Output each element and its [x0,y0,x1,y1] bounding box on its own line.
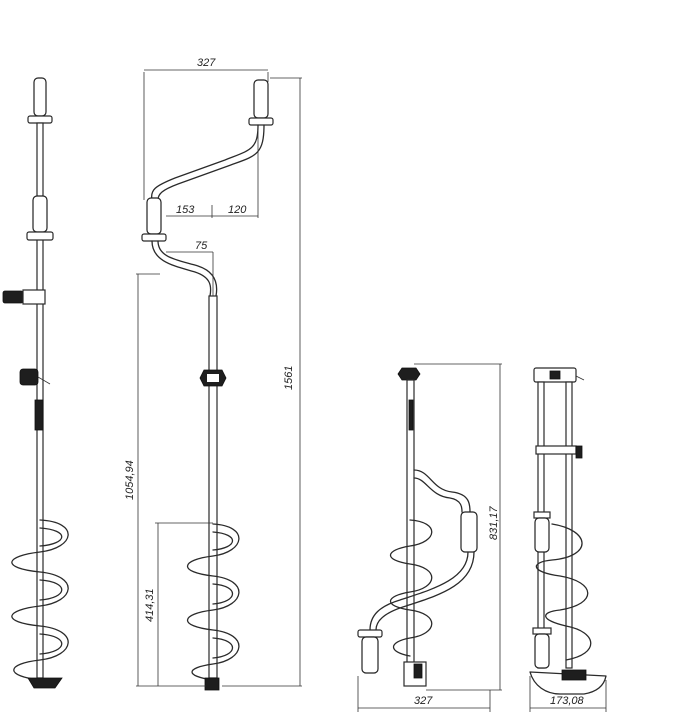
front-grip-collar [533,511,551,519]
shaft-clamp [19,368,39,386]
dim-top-width: 327 [197,57,216,69]
front-top-cap-lock [549,370,561,380]
auger-view-folded: 831,17 327 [357,363,502,712]
dim-offset-75: 75 [195,240,208,252]
front-grip-lower [534,633,550,669]
folded-screw-flight [389,519,433,657]
folded-top-clamp [397,367,421,381]
lower-bend-inner [157,240,218,297]
crank-top-grip [253,79,269,119]
folded-cutter-detail [413,663,423,679]
front-cutter-blade [561,669,587,681]
side-knob [2,290,24,304]
front-cap-lever [575,375,585,381]
dim-total-height: 1561 [283,366,295,390]
clamp-lever [37,376,51,385]
shaft-label-plate [34,399,44,431]
auger-view-brace: 327 153 120 75 1561 1054,94 414,31 [124,57,302,691]
brace-screw-flight [187,523,240,681]
front-rail-right [565,381,573,669]
dim-screw-height: 414,31 [144,588,156,622]
middle-handle-collar [26,231,54,241]
crank-top-collar [248,117,274,126]
brace-clamp-window [207,374,219,382]
front-grip-upper [534,517,550,553]
folded-bottom-collar [357,629,383,638]
front-screw-flight [535,523,592,661]
folded-side-grip [460,511,478,553]
screw-flight [11,519,69,681]
crank-middle-grip [146,197,162,235]
front-side-knob [575,445,583,459]
auger-view-straight [2,77,69,689]
side-knob-clamp [22,289,46,305]
auger-view-folded-front: 173,08 [529,367,607,712]
dim-folded-height: 831,17 [488,505,500,540]
top-handle-grip [33,77,47,117]
brace-screw-flight-inner [212,531,233,659]
folded-label-plate [408,399,414,431]
dim-shaft-height: 1054,94 [124,460,136,500]
folded-arm-outer [413,469,471,513]
dim-offset-153: 153 [176,204,195,216]
front-cutter-guard [529,671,607,695]
crank-arm-inner [157,124,265,201]
dim-folded-width: 327 [414,695,433,707]
folded-lower-arm-outer [369,551,469,631]
cutter-blade [27,677,63,689]
front-crossbar [535,445,577,455]
middle-handle-grip [32,195,48,233]
dim-folded-depth: 173,08 [550,695,585,707]
folded-arm-inner [413,477,463,513]
folded-bottom-grip [361,636,379,674]
dim-offset-120: 120 [228,204,247,216]
screw-flight-inner [39,527,63,655]
crank-arm-outer [150,124,259,201]
front-grip-collar-lower [532,627,552,635]
crank-middle-collar [141,233,167,242]
top-handle-collar [27,115,53,124]
brace-shaft [208,295,218,679]
folded-lower-arm-inner [375,551,475,631]
brace-cutter [204,677,220,691]
lower-bend-outer [151,240,212,297]
